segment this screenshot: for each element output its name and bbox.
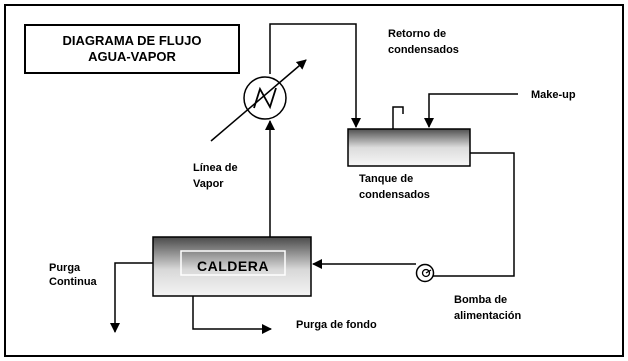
- bottom-purge-line: [192, 296, 272, 334]
- continuous-purge-line: [110, 262, 153, 333]
- label-pump-line-2: alimentación: [454, 310, 522, 322]
- feed-line-to-pump: [433, 152, 515, 277]
- title-line-1: DIAGRAMA DE FLUJO: [62, 33, 202, 48]
- label-continuous-purge-1: Purga: [49, 262, 81, 274]
- label-return-condensate: Retorno de condensados: [388, 28, 459, 57]
- label-condensate-tank: Tanque de condensados: [359, 173, 430, 202]
- title-line-2: AGUA-VAPOR: [88, 49, 176, 64]
- condensate-tank: [347, 128, 471, 167]
- return-condensate-line: [269, 23, 361, 128]
- makeup-line: [424, 93, 518, 128]
- label-return-line-1: Retorno de: [388, 28, 447, 40]
- label-continuous-purge: Purga Continua: [49, 262, 97, 289]
- caldera-vessel: [152, 236, 312, 297]
- label-steam-line-1: Línea de: [193, 162, 238, 174]
- label-tank-line-1: Tanque de: [359, 173, 414, 185]
- label-steam-line-2: Vapor: [193, 178, 224, 190]
- tank-vent: [392, 106, 404, 129]
- label-return-line-2: condensados: [388, 44, 459, 56]
- label-steam-line: Línea de Vapor: [193, 162, 238, 191]
- label-tank-line-2: condensados: [359, 189, 430, 201]
- label-continuous-purge-2: Continua: [49, 276, 97, 288]
- label-caldera: CALDERA: [197, 258, 269, 274]
- pump-icon: [415, 263, 435, 283]
- diagram-title: DIAGRAMA DE FLUJO AGUA-VAPOR: [24, 24, 240, 74]
- diagram-frame: [4, 4, 624, 357]
- label-feed-pump: Bomba de alimentación: [454, 294, 521, 323]
- label-bottom-purge: Purga de fondo: [296, 319, 377, 331]
- label-makeup: Make-up: [531, 89, 576, 101]
- heat-exchanger-icon: [210, 59, 307, 142]
- label-pump-line-1: Bomba de: [454, 294, 508, 306]
